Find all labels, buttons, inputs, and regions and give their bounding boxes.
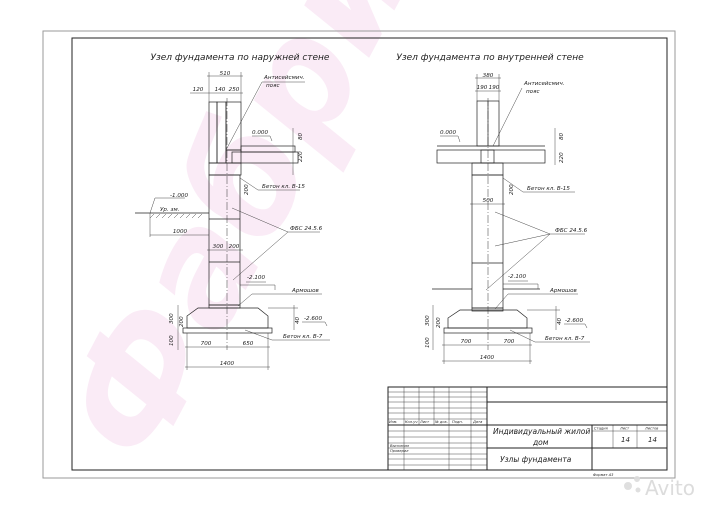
slab-support [480, 149, 495, 164]
label-belt2: пояс [266, 83, 280, 89]
role-checked: Проверил [390, 449, 409, 453]
dim-footing-h: 300 [169, 313, 175, 324]
dim-slab: 220 [559, 152, 565, 163]
dim-left: 190 [477, 85, 488, 91]
label-armoshov: Армошов [291, 288, 319, 294]
dim-slab: 220 [298, 151, 304, 162]
dim-prep: 100 [169, 335, 175, 346]
header-sign: Подп. [452, 420, 463, 424]
dim-belt: 200 [244, 184, 250, 195]
dim-left-half: 700 [201, 341, 212, 347]
dim-fbs-width: 500 [483, 198, 494, 204]
concrete-prep [182, 327, 273, 334]
left-node: Узел фундамента по наружней стене -1.000… [135, 53, 330, 370]
dim-slab-top: 80 [559, 132, 565, 140]
dim-width: 1400 [220, 361, 235, 367]
level-mid: -2.100 [247, 275, 265, 281]
project-name-2: дом [532, 438, 549, 447]
left-node-title: Узел фундамента по наружней стене [151, 53, 330, 63]
label-fbs: ФБС 24.5.6 [555, 228, 588, 234]
dim-prep: 100 [425, 337, 431, 348]
level-ground: -1.000 [170, 193, 188, 199]
label-armoshov: Армошов [549, 288, 577, 294]
dim-block: 250 [229, 87, 240, 93]
svg-text:Фабрика: Фабрика [28, 0, 543, 487]
role-executed: Выполнил [390, 444, 410, 448]
level-zero: 0.000 [252, 130, 268, 136]
label-belt: Антисейсмич. [523, 81, 565, 87]
watermark: Фабрика [28, 0, 543, 487]
ground-label: Ур. зм. [160, 207, 180, 213]
header-kol: Кол.уч [405, 420, 417, 424]
label-b7: Бетон кл. В-7 [545, 336, 585, 342]
level-bottom: -2.600 [565, 318, 583, 324]
dim-right-half: 650 [243, 341, 254, 347]
footing [447, 309, 528, 329]
header-date: Дата [472, 420, 482, 424]
header-doc: № док. [434, 420, 448, 424]
format-label: Формат А3 [593, 473, 614, 477]
outer-frame [42, 30, 676, 479]
dim-wall: 510 [220, 71, 231, 77]
dim-footing-h2: 200 [179, 316, 185, 327]
right-node-title: Узел фундамента по внутренней стене [396, 53, 584, 63]
header-izm: Изм. [389, 420, 397, 424]
dim-fbs-left: 300 [213, 244, 224, 250]
label-belt2: пояс [526, 89, 540, 95]
sheet-title: Узлы фундамента [500, 455, 572, 464]
label-b15: Бетон кл. В-15 [527, 186, 570, 192]
dim-footing-h: 300 [425, 315, 431, 326]
avito-logo: Avito [624, 476, 695, 500]
level-bottom: -2.600 [304, 316, 322, 322]
dim-belt: 200 [509, 184, 515, 195]
dim-shov: 40 [557, 317, 563, 325]
dim-footing-h2: 200 [436, 317, 442, 328]
svg-text:Avito: Avito [645, 476, 695, 500]
level-mid: -2.100 [508, 274, 526, 280]
header-list: Лист [419, 420, 430, 424]
label-b15: Бетон кл. В-15 [262, 184, 305, 190]
sheet-label: Лист [619, 427, 630, 431]
label-b7: Бетон кл. В-7 [283, 334, 323, 340]
stage-label: Стадия [594, 427, 609, 431]
label-fbs: ФБС 24.5.6 [290, 226, 323, 232]
dim-width: 1400 [480, 355, 495, 361]
project-name: Индивидуальный жилой [493, 427, 590, 436]
dim-slab-top: 80 [298, 132, 304, 140]
sheets-label: Листов [644, 427, 658, 431]
inner-frame [71, 37, 668, 471]
floor-slab [436, 149, 546, 164]
title-block: Изм. Кол.уч Лист № док. Подп. Дата Выпол… [387, 386, 668, 477]
sheet-number: 14 [621, 436, 630, 444]
label-belt: Антисейсмич. [263, 75, 305, 81]
dim-wall: 380 [483, 73, 494, 79]
armoshov-seam [471, 307, 504, 312]
sheets-count: 14 [648, 436, 657, 444]
dim-insul: 140 [215, 87, 226, 93]
level-zero: 0.000 [440, 130, 456, 136]
floor-slab-lower [231, 151, 299, 164]
right-node: Узел фундамента по внутренней стене 380 … [396, 53, 590, 364]
dim-brick: 120 [193, 87, 204, 93]
dim-left-half: 700 [461, 339, 472, 345]
fbs-blocks [471, 174, 504, 309]
dim-shov: 40 [295, 316, 301, 324]
dim-right: 190 [489, 85, 500, 91]
dim-right-half: 700 [504, 339, 515, 345]
dim-fbs-right: 200 [229, 244, 240, 250]
dim-ground-depth: 1000 [173, 229, 188, 235]
seismic-belt [471, 162, 504, 176]
